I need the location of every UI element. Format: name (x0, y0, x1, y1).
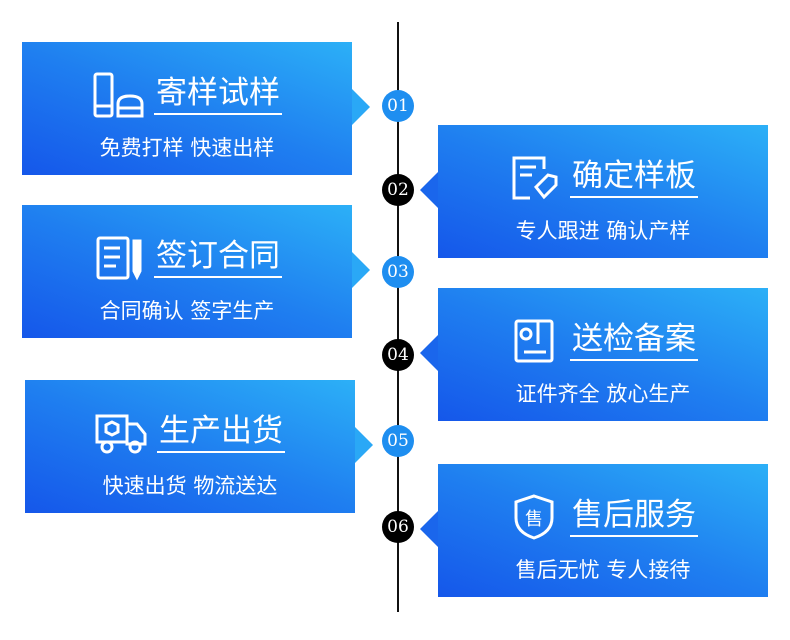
contract-pen-icon (96, 236, 142, 281)
tube-jar-icon (93, 72, 144, 118)
pointer-arrow (420, 335, 438, 371)
pointer-arrow (355, 427, 373, 463)
step-card-1: 寄样试样 免费打样 快速出样 (22, 42, 370, 175)
step-number-5: 05 (382, 425, 414, 457)
pointer-arrow (420, 172, 438, 208)
step-subtitle: 免费打样 快速出样 (99, 136, 275, 160)
step-title: 生产出货 (157, 413, 285, 453)
step-number-3: 03 (382, 256, 414, 288)
document-tag-icon (512, 156, 558, 200)
pointer-arrow (352, 252, 370, 288)
pointer-arrow (420, 511, 438, 547)
step-number-1: 01 (382, 90, 414, 122)
step-title: 售后服务 (570, 497, 698, 537)
step-subtitle: 证件齐全 放心生产 (515, 382, 691, 406)
step-card-4: 送检备案 证件齐全 放心生产 (420, 288, 768, 421)
step-card-3: 签订合同 合同确认 签字生产 (22, 205, 370, 338)
step-subtitle: 快速出货 物流送达 (102, 474, 278, 498)
delivery-truck-icon (95, 414, 147, 454)
step-number-4: 04 (382, 339, 414, 371)
step-card-5: 生产出货 快速出货 物流送达 (25, 380, 373, 513)
step-title: 确定样板 (570, 158, 698, 198)
step-number-6: 06 (382, 511, 414, 543)
svg-text:售: 售 (525, 509, 543, 530)
step-subtitle: 售后无忧 专人接待 (515, 558, 691, 582)
pointer-arrow (352, 89, 370, 125)
step-card-2: 确定样板 专人跟进 确认产样 (420, 125, 768, 258)
step-subtitle: 合同确认 签字生产 (99, 299, 275, 323)
step-title: 寄样试样 (154, 75, 282, 115)
shield-service-icon: 售 (514, 494, 554, 540)
step-title: 签订合同 (154, 238, 282, 278)
step-subtitle: 专人跟进 确认产样 (515, 219, 691, 243)
certificate-book-icon (514, 319, 554, 363)
step-card-6: 售 售后服务 售后无忧 专人接待 (420, 464, 768, 597)
timeline-line (397, 22, 399, 612)
step-number-2: 02 (382, 174, 414, 206)
step-title: 送检备案 (570, 321, 698, 361)
